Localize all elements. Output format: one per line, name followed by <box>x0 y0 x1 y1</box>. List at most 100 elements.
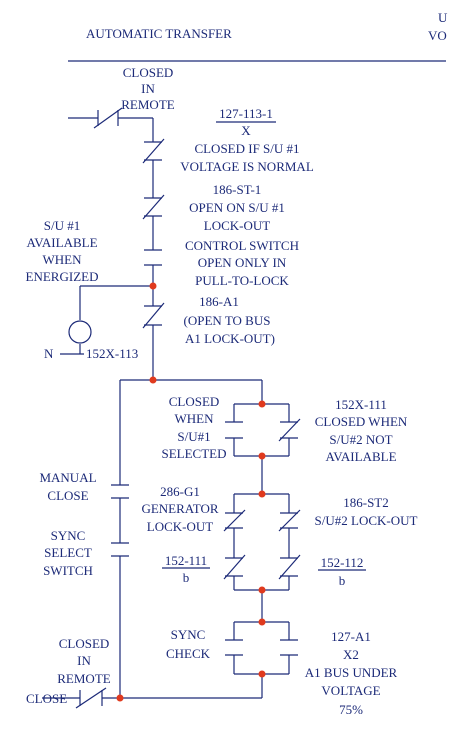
svg-text:S/U #1: S/U #1 <box>44 218 80 233</box>
manual-close-label: MANUAL CLOSE <box>39 470 96 503</box>
svg-text:186-ST-1: 186-ST-1 <box>213 182 262 197</box>
svg-text:286-G1: 286-G1 <box>160 484 200 499</box>
svg-text:X2: X2 <box>343 647 359 662</box>
svg-text:SYNC: SYNC <box>51 528 86 543</box>
header-cut-top: U <box>438 10 448 25</box>
svg-text:186-A1: 186-A1 <box>199 294 239 309</box>
contact-152-112b <box>278 554 301 580</box>
svg-text:127-113-1: 127-113-1 <box>219 106 273 121</box>
svg-text:AVAILABLE: AVAILABLE <box>26 235 97 250</box>
svg-text:b: b <box>339 573 346 588</box>
sync-check-label: SYNC CHECK <box>166 627 211 661</box>
header-cut-bottom: VO <box>428 28 447 43</box>
junction-dot <box>258 452 266 460</box>
contact-152-112b-label: 152-112 b <box>318 555 366 588</box>
svg-text:CHECK: CHECK <box>166 646 211 661</box>
contact-127-113-1-label: 127-113-1 X CLOSED IF S/U #1 VOLTAGE IS … <box>180 106 314 174</box>
svg-text:CLOSED: CLOSED <box>123 65 174 80</box>
control-switch-label: CONTROL SWITCH OPEN ONLY IN PULL-TO-LOCK <box>185 238 299 288</box>
svg-text:SYNC: SYNC <box>171 627 206 642</box>
su1-available-label: S/U #1 AVAILABLE WHEN ENERGIZED <box>26 218 99 284</box>
coil-branch-wiring <box>60 285 153 355</box>
close-label: CLOSE <box>26 691 67 706</box>
svg-text:OPEN ON S/U #1: OPEN ON S/U #1 <box>189 200 285 215</box>
contact-186-st-1 <box>142 194 165 220</box>
su1-selected-label: CLOSED WHEN S/U#1 SELECTED <box>162 394 227 461</box>
svg-text:127-A1: 127-A1 <box>331 629 371 644</box>
contact-186-st2-label: 186-ST2 S/U#2 LOCK-OUT <box>315 495 418 528</box>
contact-186-a1-label: 186-A1 (OPEN TO BUS A1 LOCK-OUT) <box>184 294 275 346</box>
junction-dot <box>258 400 266 408</box>
svg-text:CLOSE: CLOSE <box>47 488 88 503</box>
svg-text:152X-111: 152X-111 <box>335 397 387 412</box>
svg-text:IN: IN <box>77 653 91 668</box>
svg-text:AVAILABLE: AVAILABLE <box>325 449 396 464</box>
svg-text:b: b <box>183 570 190 585</box>
contact-152x-111-label: 152X-111 CLOSED WHEN S/U#2 NOT AVAILABLE <box>315 397 408 464</box>
svg-text:LOCK-OUT: LOCK-OUT <box>147 519 213 534</box>
contact-152-111b <box>223 554 246 580</box>
contact-152x-111 <box>278 418 301 442</box>
junction-dot <box>149 376 157 384</box>
sync-check-contact <box>225 639 243 656</box>
manual-close-contact <box>111 484 129 499</box>
contact-186-st-1-label: 186-ST-1 OPEN ON S/U #1 LOCK-OUT <box>189 182 285 233</box>
svg-text:ENERGIZED: ENERGIZED <box>26 269 99 284</box>
svg-text:SELECT: SELECT <box>44 545 92 560</box>
sync-select-label: SYNC SELECT SWITCH <box>43 528 93 578</box>
contact-286-g1 <box>223 509 246 532</box>
sync-select-contact <box>111 542 129 557</box>
junction-dot <box>258 586 266 594</box>
lower-network-wiring <box>42 379 290 699</box>
svg-text:OPEN ONLY IN: OPEN ONLY IN <box>198 255 287 270</box>
svg-text:CLOSED: CLOSED <box>59 636 110 651</box>
remote-contact-top-label: CLOSED IN REMOTE <box>121 65 175 112</box>
svg-text:152-112: 152-112 <box>321 555 364 570</box>
remote-contact-top <box>93 107 123 129</box>
svg-text:SELECTED: SELECTED <box>162 446 227 461</box>
svg-text:75%: 75% <box>339 702 363 717</box>
svg-text:152-111: 152-111 <box>165 553 207 568</box>
svg-text:(OPEN TO BUS: (OPEN TO BUS <box>184 313 271 328</box>
control-switch-contact <box>144 249 162 266</box>
remote-contact-bottom <box>75 687 107 709</box>
contact-152-111b-label: 152-111 b <box>162 553 210 585</box>
svg-text:A1 BUS UNDER: A1 BUS UNDER <box>305 665 398 680</box>
svg-text:LOCK-OUT: LOCK-OUT <box>204 218 270 233</box>
header-title: AUTOMATIC TRANSFER <box>86 26 232 41</box>
svg-text:S/U#1: S/U#1 <box>177 429 210 444</box>
coil-name-label: 152X-113 <box>86 346 138 361</box>
svg-text:CLOSED IF S/U #1: CLOSED IF S/U #1 <box>194 141 299 156</box>
contact-127-a1-label: 127-A1 X2 A1 BUS UNDER VOLTAGE 75% <box>305 629 398 717</box>
svg-text:WHEN: WHEN <box>175 411 215 426</box>
svg-text:WHEN: WHEN <box>43 252 83 267</box>
su1-selected-contact <box>225 421 243 439</box>
svg-text:VOLTAGE: VOLTAGE <box>321 683 380 698</box>
svg-text:MANUAL: MANUAL <box>39 470 96 485</box>
svg-text:CLOSED: CLOSED <box>169 394 220 409</box>
contact-127-113-1 <box>142 138 165 164</box>
remote-contact-bottom-label: CLOSED IN REMOTE <box>57 636 111 686</box>
svg-text:S/U#2 NOT: S/U#2 NOT <box>329 432 392 447</box>
svg-text:IN: IN <box>141 81 155 96</box>
svg-text:GENERATOR: GENERATOR <box>141 501 218 516</box>
svg-text:REMOTE: REMOTE <box>57 671 111 686</box>
svg-text:SWITCH: SWITCH <box>43 563 93 578</box>
junction-dot <box>116 694 124 702</box>
contact-186-a1 <box>142 302 165 329</box>
svg-text:X: X <box>241 123 251 138</box>
junction-dot <box>258 490 266 498</box>
svg-text:VOLTAGE IS NORMAL: VOLTAGE IS NORMAL <box>180 159 314 174</box>
svg-text:REMOTE: REMOTE <box>121 97 175 112</box>
svg-text:PULL-TO-LOCK: PULL-TO-LOCK <box>195 273 289 288</box>
junction-dot <box>149 282 157 290</box>
junction-dot <box>258 670 266 678</box>
contact-286-g1-label: 286-G1 GENERATOR LOCK-OUT <box>141 484 218 534</box>
svg-text:CONTROL SWITCH: CONTROL SWITCH <box>185 238 299 253</box>
coil-neutral-label: N <box>44 346 54 361</box>
contact-186-st2 <box>278 509 301 532</box>
coil-152x-113 <box>68 320 92 344</box>
svg-text:186-ST2: 186-ST2 <box>343 495 389 510</box>
junction-dots <box>116 282 266 702</box>
